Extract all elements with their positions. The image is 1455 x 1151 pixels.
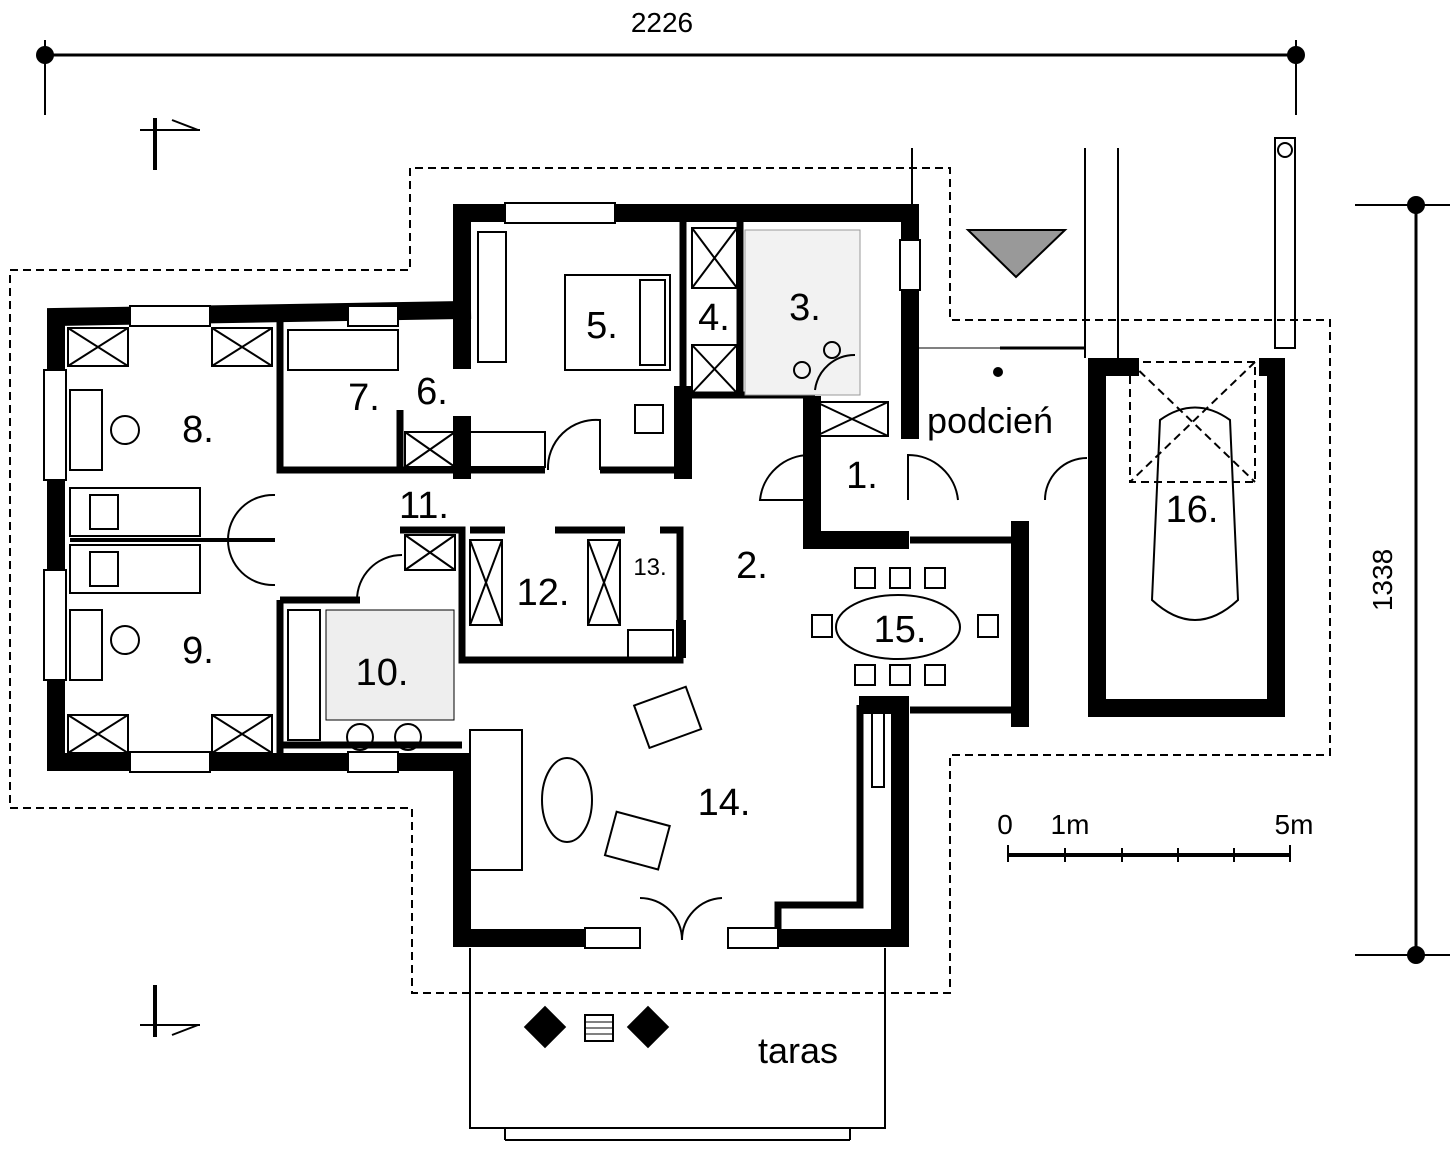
windows bbox=[43, 202, 921, 949]
room-label-11: 11. bbox=[399, 485, 449, 527]
scale-bar: 0 1m 5m bbox=[997, 809, 1313, 862]
room-label-14: 14. bbox=[698, 782, 751, 824]
width-label: 2226 bbox=[631, 7, 693, 38]
room-label-2: 2. bbox=[736, 545, 768, 587]
scale-mid-label: 1m bbox=[1051, 809, 1090, 840]
room-label-3: 3. bbox=[789, 287, 821, 329]
room-label-6: 6. bbox=[416, 371, 448, 413]
exterior-walls bbox=[47, 204, 1029, 947]
room-label-8: 8. bbox=[182, 409, 214, 451]
width-dimension: 2226 bbox=[36, 7, 1305, 115]
doors bbox=[226, 353, 1088, 941]
room-labels: 1. 2. 3. 4. 5. 6. 7. 8. 9. 10. 11. 12. 1… bbox=[182, 287, 1218, 1071]
room-label-1: 1. bbox=[846, 455, 878, 497]
porch-label: podcień bbox=[927, 400, 1053, 441]
depth-dimension: 1338 bbox=[1355, 196, 1450, 964]
room-label-15: 15. bbox=[874, 609, 927, 651]
scale-start-label: 0 bbox=[997, 809, 1013, 840]
wardrobes bbox=[67, 227, 889, 754]
light-point-icon bbox=[993, 367, 1003, 377]
section-marker-top bbox=[140, 118, 200, 170]
room-label-16: 16. bbox=[1166, 489, 1219, 531]
roof-outline bbox=[9, 167, 1331, 994]
room-label-9: 9. bbox=[182, 630, 214, 672]
entrance-marker-icon bbox=[965, 229, 1068, 279]
room-label-12: 12. bbox=[517, 572, 570, 614]
interior-walls bbox=[276, 213, 1085, 938]
room-label-10: 10. bbox=[356, 652, 409, 694]
room-label-5: 5. bbox=[586, 305, 618, 347]
scale-end-label: 5m bbox=[1275, 809, 1314, 840]
room-label-7: 7. bbox=[348, 377, 380, 419]
furniture bbox=[69, 229, 999, 871]
section-marker-bottom bbox=[140, 985, 200, 1037]
terrace-label: taras bbox=[758, 1030, 838, 1071]
depth-label: 1338 bbox=[1367, 549, 1398, 611]
room-label-4: 4. bbox=[698, 297, 730, 339]
garage bbox=[911, 137, 1296, 717]
room-label-13: 13. bbox=[633, 554, 666, 581]
